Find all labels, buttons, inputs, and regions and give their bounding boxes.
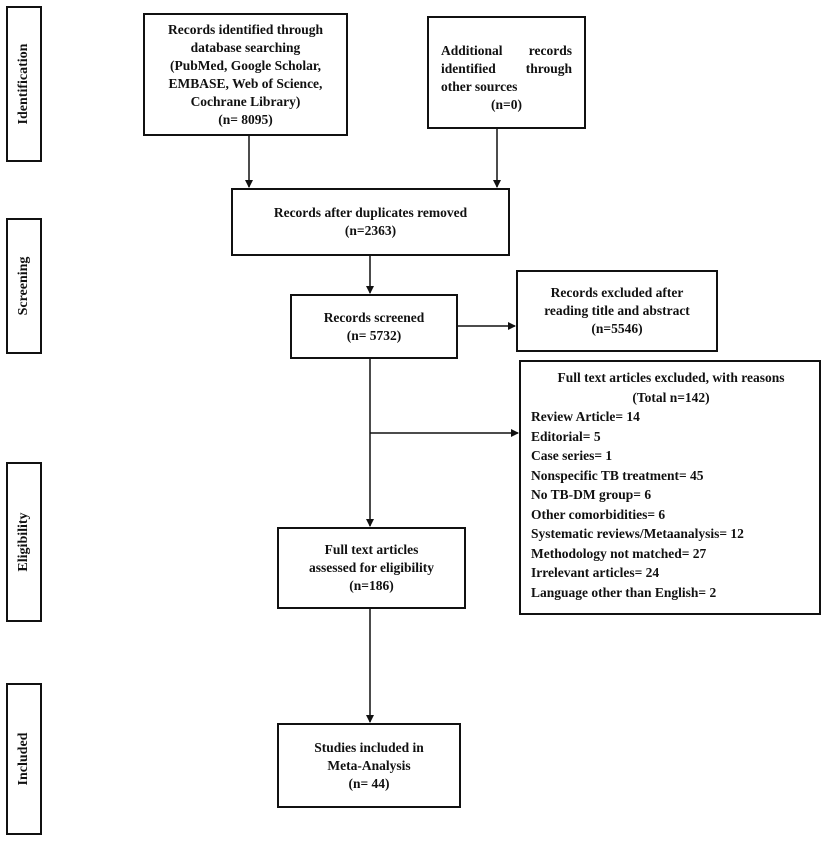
identified-db-line: Cochrane Library) bbox=[190, 93, 301, 109]
identified-db-line: Records identified through bbox=[167, 21, 323, 37]
records-after-duplicates-box: Records after duplicates removed (n=2363… bbox=[231, 188, 510, 256]
exclusion-reason: Case series= 1 bbox=[531, 448, 613, 463]
excluded-title-line: reading title and abstract bbox=[544, 303, 690, 318]
exclusion-reason: Other comorbidities= 6 bbox=[531, 506, 666, 522]
excluded-title-count: (n=5546) bbox=[591, 321, 643, 336]
assessed-line: Full text articles bbox=[324, 542, 419, 557]
included-line: Meta-Analysis bbox=[327, 757, 411, 773]
assessed-line: assessed for eligibility bbox=[308, 560, 434, 575]
records-screened-box: Records screened (n= 5732) bbox=[290, 294, 458, 359]
stage-included-label: Included bbox=[16, 732, 31, 786]
fulltext-excluded-box: Full text articles excluded, with reason… bbox=[519, 360, 821, 615]
identified-other-word: Additional bbox=[441, 43, 503, 58]
records-identified-other-box: Additional records identified through ot… bbox=[427, 16, 586, 129]
identified-db-line: database searching bbox=[190, 39, 301, 55]
fulltext-excluded-total: (Total n=142) bbox=[632, 389, 710, 405]
stage-included: Included bbox=[6, 683, 42, 835]
exclusion-reason: Editorial= 5 bbox=[531, 428, 601, 444]
exclusion-reason: Nonspecific TB treatment= 45 bbox=[531, 467, 704, 483]
identified-other-word: identified bbox=[441, 61, 496, 76]
identified-db-line: EMBASE, Web of Science, bbox=[168, 75, 323, 91]
exclusion-reason: Systematic reviews/Metaanalysis= 12 bbox=[531, 526, 744, 541]
exclusion-reason: Review Article= 14 bbox=[531, 409, 640, 424]
exclusion-reason: Language other than English= 2 bbox=[531, 584, 717, 600]
fulltext-assessed-box: Full text articles assessed for eligibil… bbox=[277, 527, 466, 609]
duplicates-line: Records after duplicates removed bbox=[273, 205, 468, 220]
identified-other-word: through bbox=[525, 61, 572, 76]
identified-other-line: other sources bbox=[441, 79, 518, 94]
exclusion-reasons-list: Review Article= 14 Editorial= 5 Case ser… bbox=[531, 407, 811, 602]
stage-identification: Identification bbox=[6, 6, 42, 162]
stage-screening: Screening bbox=[6, 218, 42, 354]
included-line: Studies included in bbox=[314, 739, 424, 755]
studies-included-box: Studies included in Meta-Analysis (n= 44… bbox=[277, 723, 461, 808]
identified-db-line: (PubMed, Google Scholar, bbox=[169, 57, 321, 73]
duplicates-count: (n=2363) bbox=[344, 223, 397, 238]
stage-eligibility-label: Eligibility bbox=[16, 512, 31, 572]
excluded-title-line: Records excluded after bbox=[550, 285, 684, 300]
screened-line: Records screened bbox=[323, 309, 425, 325]
stage-eligibility: Eligibility bbox=[6, 462, 42, 622]
records-identified-database-box: Records identified through database sear… bbox=[143, 13, 348, 136]
included-count: (n= 44) bbox=[348, 775, 390, 791]
stage-screening-label: Screening bbox=[16, 256, 31, 316]
screened-count: (n= 5732) bbox=[346, 327, 402, 343]
exclusion-reason: Methodology not matched= 27 bbox=[531, 545, 707, 561]
stage-identification-label: Identification bbox=[16, 43, 31, 125]
fulltext-excluded-title: Full text articles excluded, with reason… bbox=[557, 370, 785, 385]
records-excluded-title-box: Records excluded after reading title and… bbox=[516, 270, 718, 352]
identified-other-count: (n=0) bbox=[491, 97, 522, 112]
identified-db-line: (n= 8095) bbox=[218, 111, 273, 127]
identified-other-word: records bbox=[528, 43, 572, 58]
assessed-count: (n=186) bbox=[349, 578, 394, 593]
exclusion-reason: Irrelevant articles= 24 bbox=[531, 565, 660, 580]
exclusion-reason: No TB-DM group= 6 bbox=[531, 487, 652, 502]
